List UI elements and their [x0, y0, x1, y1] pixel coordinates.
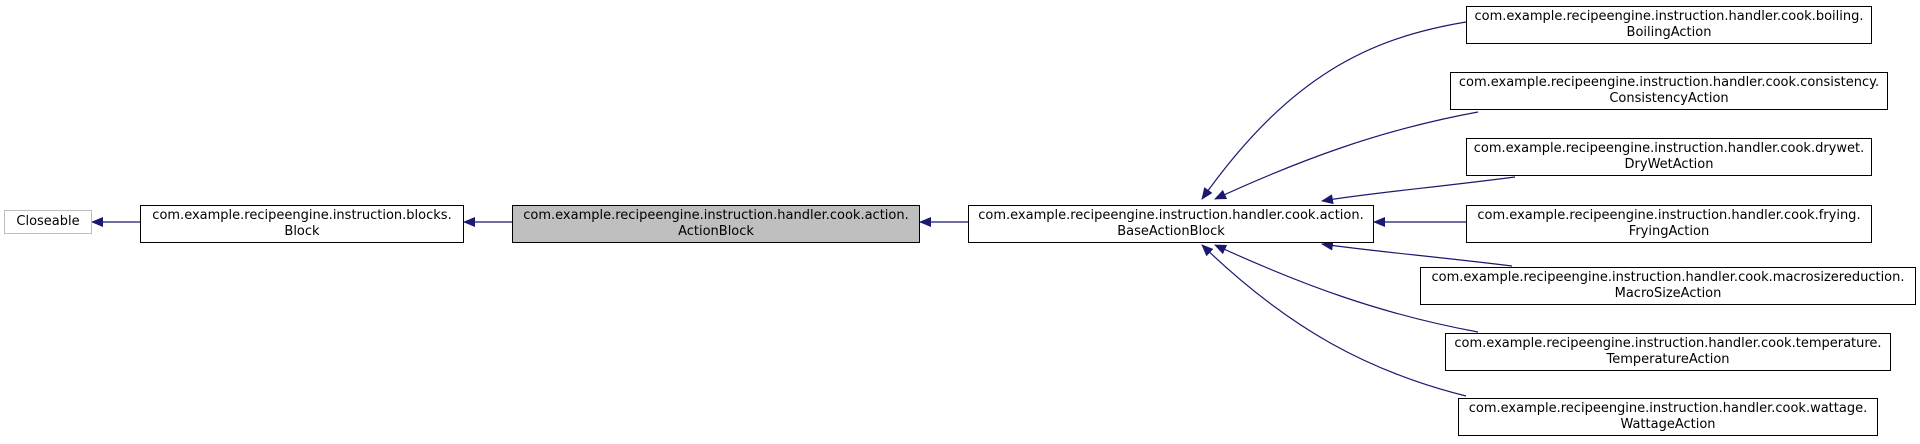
node-temperature-action[interactable]: com.example.recipeengine.instruction.han…: [1445, 333, 1891, 371]
node-drywet-action[interactable]: com.example.recipeengine.instruction.han…: [1466, 138, 1872, 176]
node-macrosize-action-line2: MacroSizeAction: [1614, 286, 1722, 301]
node-closeable: Closeable: [4, 210, 92, 234]
node-frying-action-line1: com.example.recipeengine.instruction.han…: [1477, 208, 1861, 223]
node-action-block: com.example.recipeengine.instruction.han…: [512, 205, 920, 243]
node-base-action-block[interactable]: com.example.recipeengine.instruction.han…: [968, 205, 1374, 243]
node-action-block-line1: com.example.recipeengine.instruction.han…: [523, 208, 909, 223]
node-consistency-action-line1: com.example.recipeengine.instruction.han…: [1458, 75, 1880, 90]
node-macrosize-action-line1: com.example.recipeengine.instruction.han…: [1431, 270, 1905, 285]
node-block[interactable]: com.example.recipeengine.instruction.blo…: [140, 205, 464, 243]
node-frying-action[interactable]: com.example.recipeengine.instruction.han…: [1466, 205, 1872, 243]
node-wattage-action-line2: WattageAction: [1620, 417, 1716, 432]
node-block-line2: Block: [284, 224, 320, 239]
edge-macrosize-to-base: [1321, 240, 1513, 267]
node-closeable-label: Closeable: [16, 214, 80, 229]
node-wattage-action[interactable]: com.example.recipeengine.instruction.han…: [1458, 398, 1878, 436]
node-frying-action-line2: FryingAction: [1628, 224, 1710, 239]
node-macrosize-action[interactable]: com.example.recipeengine.instruction.han…: [1420, 267, 1916, 305]
node-block-line1: com.example.recipeengine.instruction.blo…: [152, 208, 452, 223]
node-drywet-action-line1: com.example.recipeengine.instruction.han…: [1473, 141, 1865, 156]
edge-temperature-to-base: [1214, 244, 1479, 333]
node-boiling-action-line1: com.example.recipeengine.instruction.han…: [1474, 9, 1864, 24]
node-action-block-line2: ActionBlock: [678, 224, 754, 239]
edge-boiling-to-base: [1201, 21, 1467, 200]
edge-consistency-to-base: [1214, 111, 1479, 200]
node-base-action-block-line1: com.example.recipeengine.instruction.han…: [978, 208, 1364, 223]
node-temperature-action-line2: TemperatureAction: [1606, 352, 1730, 367]
edge-wattage-to-base: [1201, 244, 1467, 397]
node-drywet-action-line2: DryWetAction: [1624, 157, 1714, 172]
node-boiling-action-line2: BoilingAction: [1626, 25, 1712, 40]
node-consistency-action[interactable]: com.example.recipeengine.instruction.han…: [1450, 72, 1888, 110]
node-temperature-action-line1: com.example.recipeengine.instruction.han…: [1454, 336, 1882, 351]
edge-drywet-to-base: [1321, 176, 1516, 205]
node-boiling-action[interactable]: com.example.recipeengine.instruction.han…: [1466, 6, 1872, 44]
node-wattage-action-line1: com.example.recipeengine.instruction.han…: [1468, 401, 1868, 416]
node-consistency-action-line2: ConsistencyAction: [1609, 91, 1729, 106]
node-base-action-block-line2: BaseActionBlock: [1117, 224, 1225, 239]
